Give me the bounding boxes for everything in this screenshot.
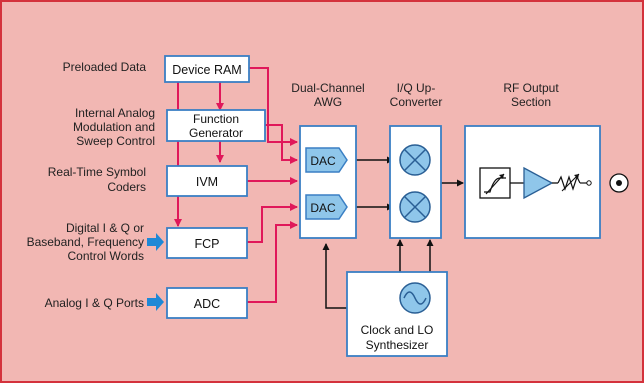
ivm-label: IVM [196, 175, 218, 189]
function-generator-label-2: Generator [189, 126, 243, 140]
attenuator-icon [557, 173, 592, 192]
label-digital-iq-2: Baseband, Frequency [27, 235, 144, 249]
black-signal-lines [322, 156, 464, 309]
function-generator-block: Function Generator [166, 109, 266, 142]
red-signal-lines [174, 67, 298, 303]
fcp-block: FCP [166, 227, 248, 259]
label-digital-iq-3: Control Words [68, 249, 144, 263]
label-preloaded-data: Preloaded Data [63, 60, 147, 74]
awg-header-1: Dual-Channel [291, 81, 364, 95]
awg-block: DAC DAC [299, 125, 357, 239]
section-headers: Dual-Channel AWG I/Q Up- Converter RF Ou… [291, 81, 559, 109]
adc-label: ADC [194, 297, 220, 311]
label-internal-modulation-3: Sweep Control [76, 134, 155, 148]
device-ram-block: Device RAM [164, 55, 250, 83]
amplifier-icon [523, 166, 554, 200]
rf-output-connector-icon [609, 173, 629, 193]
label-internal-modulation-2: Modulation and [73, 120, 155, 134]
label-analog-iq: Analog I & Q Ports [45, 296, 144, 310]
awg-header-2: AWG [314, 95, 342, 109]
input-arrow-icon [147, 233, 164, 311]
mixer-icon [399, 144, 431, 176]
clock-lo-label-1: Clock and LO [361, 323, 434, 337]
device-ram-label: Device RAM [172, 63, 241, 77]
adc-block: ADC [166, 287, 248, 319]
label-symbol-coders-1: Real-Time Symbol [48, 165, 146, 179]
dac-top: DAC [305, 147, 348, 173]
clock-lo-synthesizer-block: Clock and LO Synthesizer [346, 271, 448, 357]
dac-bottom: DAC [305, 194, 348, 220]
iq-upconverter-header-2: Converter [390, 95, 443, 109]
clock-lo-label-2: Synthesizer [366, 338, 429, 352]
label-digital-iq-1: Digital I & Q or [66, 221, 144, 235]
filter-icon [479, 167, 511, 199]
dac-top-label: DAC [310, 154, 336, 168]
ivm-block: IVM [166, 165, 248, 197]
mixer-icon [399, 191, 431, 223]
input-labels: Preloaded Data Internal Analog Modulatio… [27, 60, 155, 310]
iq-upconverter-block [389, 125, 442, 239]
function-generator-label-1: Function [193, 112, 239, 126]
label-internal-modulation-1: Internal Analog [75, 106, 155, 120]
dac-bottom-label: DAC [310, 201, 336, 215]
rf-output-header-1: RF Output [503, 81, 559, 95]
rf-output-block [464, 125, 601, 239]
rf-output-header-2: Section [511, 95, 551, 109]
label-symbol-coders-2: Coders [107, 180, 146, 194]
fcp-label: FCP [195, 237, 220, 251]
iq-upconverter-header-1: I/Q Up- [397, 81, 436, 95]
sine-wave-icon [399, 282, 431, 314]
